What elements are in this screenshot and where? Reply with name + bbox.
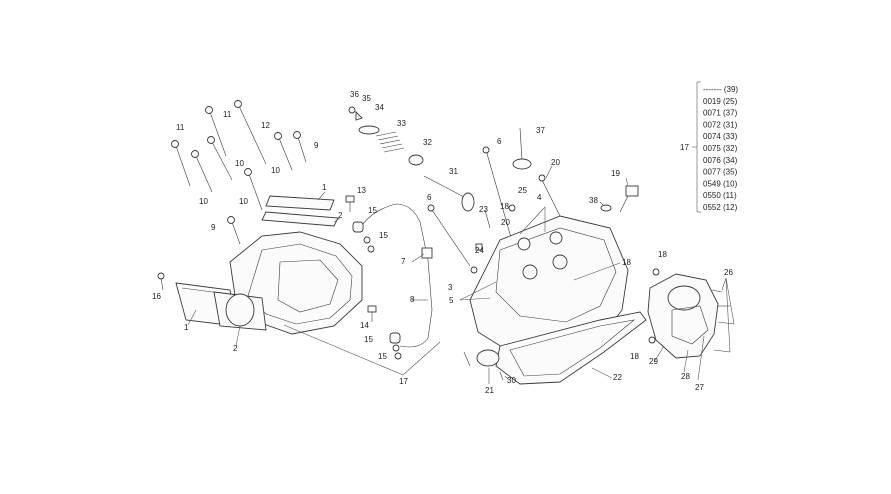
bolt-10b: [207, 136, 233, 181]
bolt-11b: [205, 106, 227, 157]
callout-29: 29: [649, 357, 658, 366]
legend-row: 0076 (34): [703, 156, 738, 165]
callout-38: 38: [589, 196, 598, 205]
callout-labels: 1122345667899101010101111121314151515151…: [152, 90, 733, 395]
callout-18: 18: [622, 258, 631, 267]
cylinder-head: [463, 215, 647, 385]
callout-10: 10: [271, 166, 280, 175]
callout-33: 33: [397, 119, 406, 128]
callout-7: 7: [401, 257, 406, 266]
callout-6: 6: [427, 193, 432, 202]
callout-3: 3: [448, 283, 453, 292]
callout-11: 11: [176, 123, 185, 132]
callout-15: 15: [364, 335, 373, 344]
bolt-10c: [274, 132, 293, 171]
bolt-16: [157, 272, 165, 291]
callout-17: 17: [399, 377, 408, 386]
legend-row: 0074 (33): [703, 132, 738, 141]
legend-row: ------- (39): [703, 85, 738, 94]
callout-34: 34: [375, 103, 384, 112]
callout-22: 22: [613, 373, 622, 382]
callout-20: 20: [501, 218, 510, 227]
bolt-9a: [293, 131, 307, 163]
callout-1: 1: [184, 323, 189, 332]
callout-16: 16: [152, 292, 161, 301]
valve-spring: [375, 131, 405, 153]
callout-19: 19: [611, 169, 620, 178]
legend-row: 0071 (37): [703, 109, 738, 118]
callout-24: 24: [475, 246, 484, 255]
legend-row: 0549 (10): [703, 179, 738, 188]
callout-10: 10: [239, 197, 248, 206]
leader-lines: [187, 165, 735, 384]
callout-15: 15: [379, 231, 388, 240]
callout-9: 9: [314, 141, 319, 150]
temperature-sensor: [600, 185, 639, 213]
callout-37: 37: [536, 126, 545, 135]
callout-14: 14: [360, 321, 369, 330]
legend-row: 0072 (31): [703, 120, 738, 129]
callout-30: 30: [507, 376, 516, 385]
left-bolts: [157, 100, 307, 291]
thermostat-housing: [647, 268, 735, 359]
callout-6: 6: [497, 137, 502, 146]
callout-2: 2: [233, 344, 238, 353]
callout-11: 11: [223, 110, 232, 119]
callout-32: 32: [423, 138, 432, 147]
callout-13: 13: [357, 186, 366, 195]
callout-12: 12: [261, 121, 270, 130]
callout-8: 8: [410, 295, 415, 304]
legend-box: 17 ------- (39) 0019 (25) 0071 (37) 0072 (3…: [680, 81, 738, 213]
callout-15: 15: [368, 206, 377, 215]
legend-row: 0077 (35): [703, 168, 738, 177]
callout-5: 5: [449, 296, 454, 305]
legend-rows: ------- (39) 0019 (25) 0071 (37) 0072 (31) 0…: [703, 85, 738, 212]
callout-35: 35: [362, 94, 371, 103]
callout-10: 10: [235, 159, 244, 168]
callout-36: 36: [350, 90, 359, 99]
callout-1: 1: [322, 183, 327, 192]
callout-27: 27: [695, 383, 704, 392]
head-cover-assembly: [175, 195, 363, 335]
callout-9: 9: [211, 223, 216, 232]
bolt-11a: [171, 140, 191, 187]
legend-row: 0075 (32): [703, 144, 738, 153]
legend-row: 0552 (12): [703, 203, 738, 212]
callout-31: 31: [449, 167, 458, 176]
callout-25: 25: [518, 186, 527, 195]
oil-pipe-assembly: [345, 195, 433, 360]
callout-18: 18: [500, 202, 509, 211]
callout-20: 20: [551, 158, 560, 167]
callout-2: 2: [338, 211, 343, 220]
legend-ref: 17: [680, 143, 689, 152]
callout-15: 15: [378, 352, 387, 361]
callout-10: 10: [199, 197, 208, 206]
callout-21: 21: [485, 386, 494, 395]
bolt-10d: [244, 168, 263, 211]
callout-18: 18: [658, 250, 667, 259]
callout-28: 28: [681, 372, 690, 381]
bolt-9b: [227, 216, 241, 245]
legend-row: 0019 (25): [703, 97, 738, 106]
legend-row: 0550 (11): [703, 191, 737, 200]
callout-4: 4: [537, 193, 542, 202]
bolt-12: [234, 100, 267, 165]
callout-23: 23: [479, 205, 488, 214]
callout-26: 26: [724, 268, 733, 277]
callout-18: 18: [630, 352, 639, 361]
bolt-10a: [191, 150, 213, 193]
